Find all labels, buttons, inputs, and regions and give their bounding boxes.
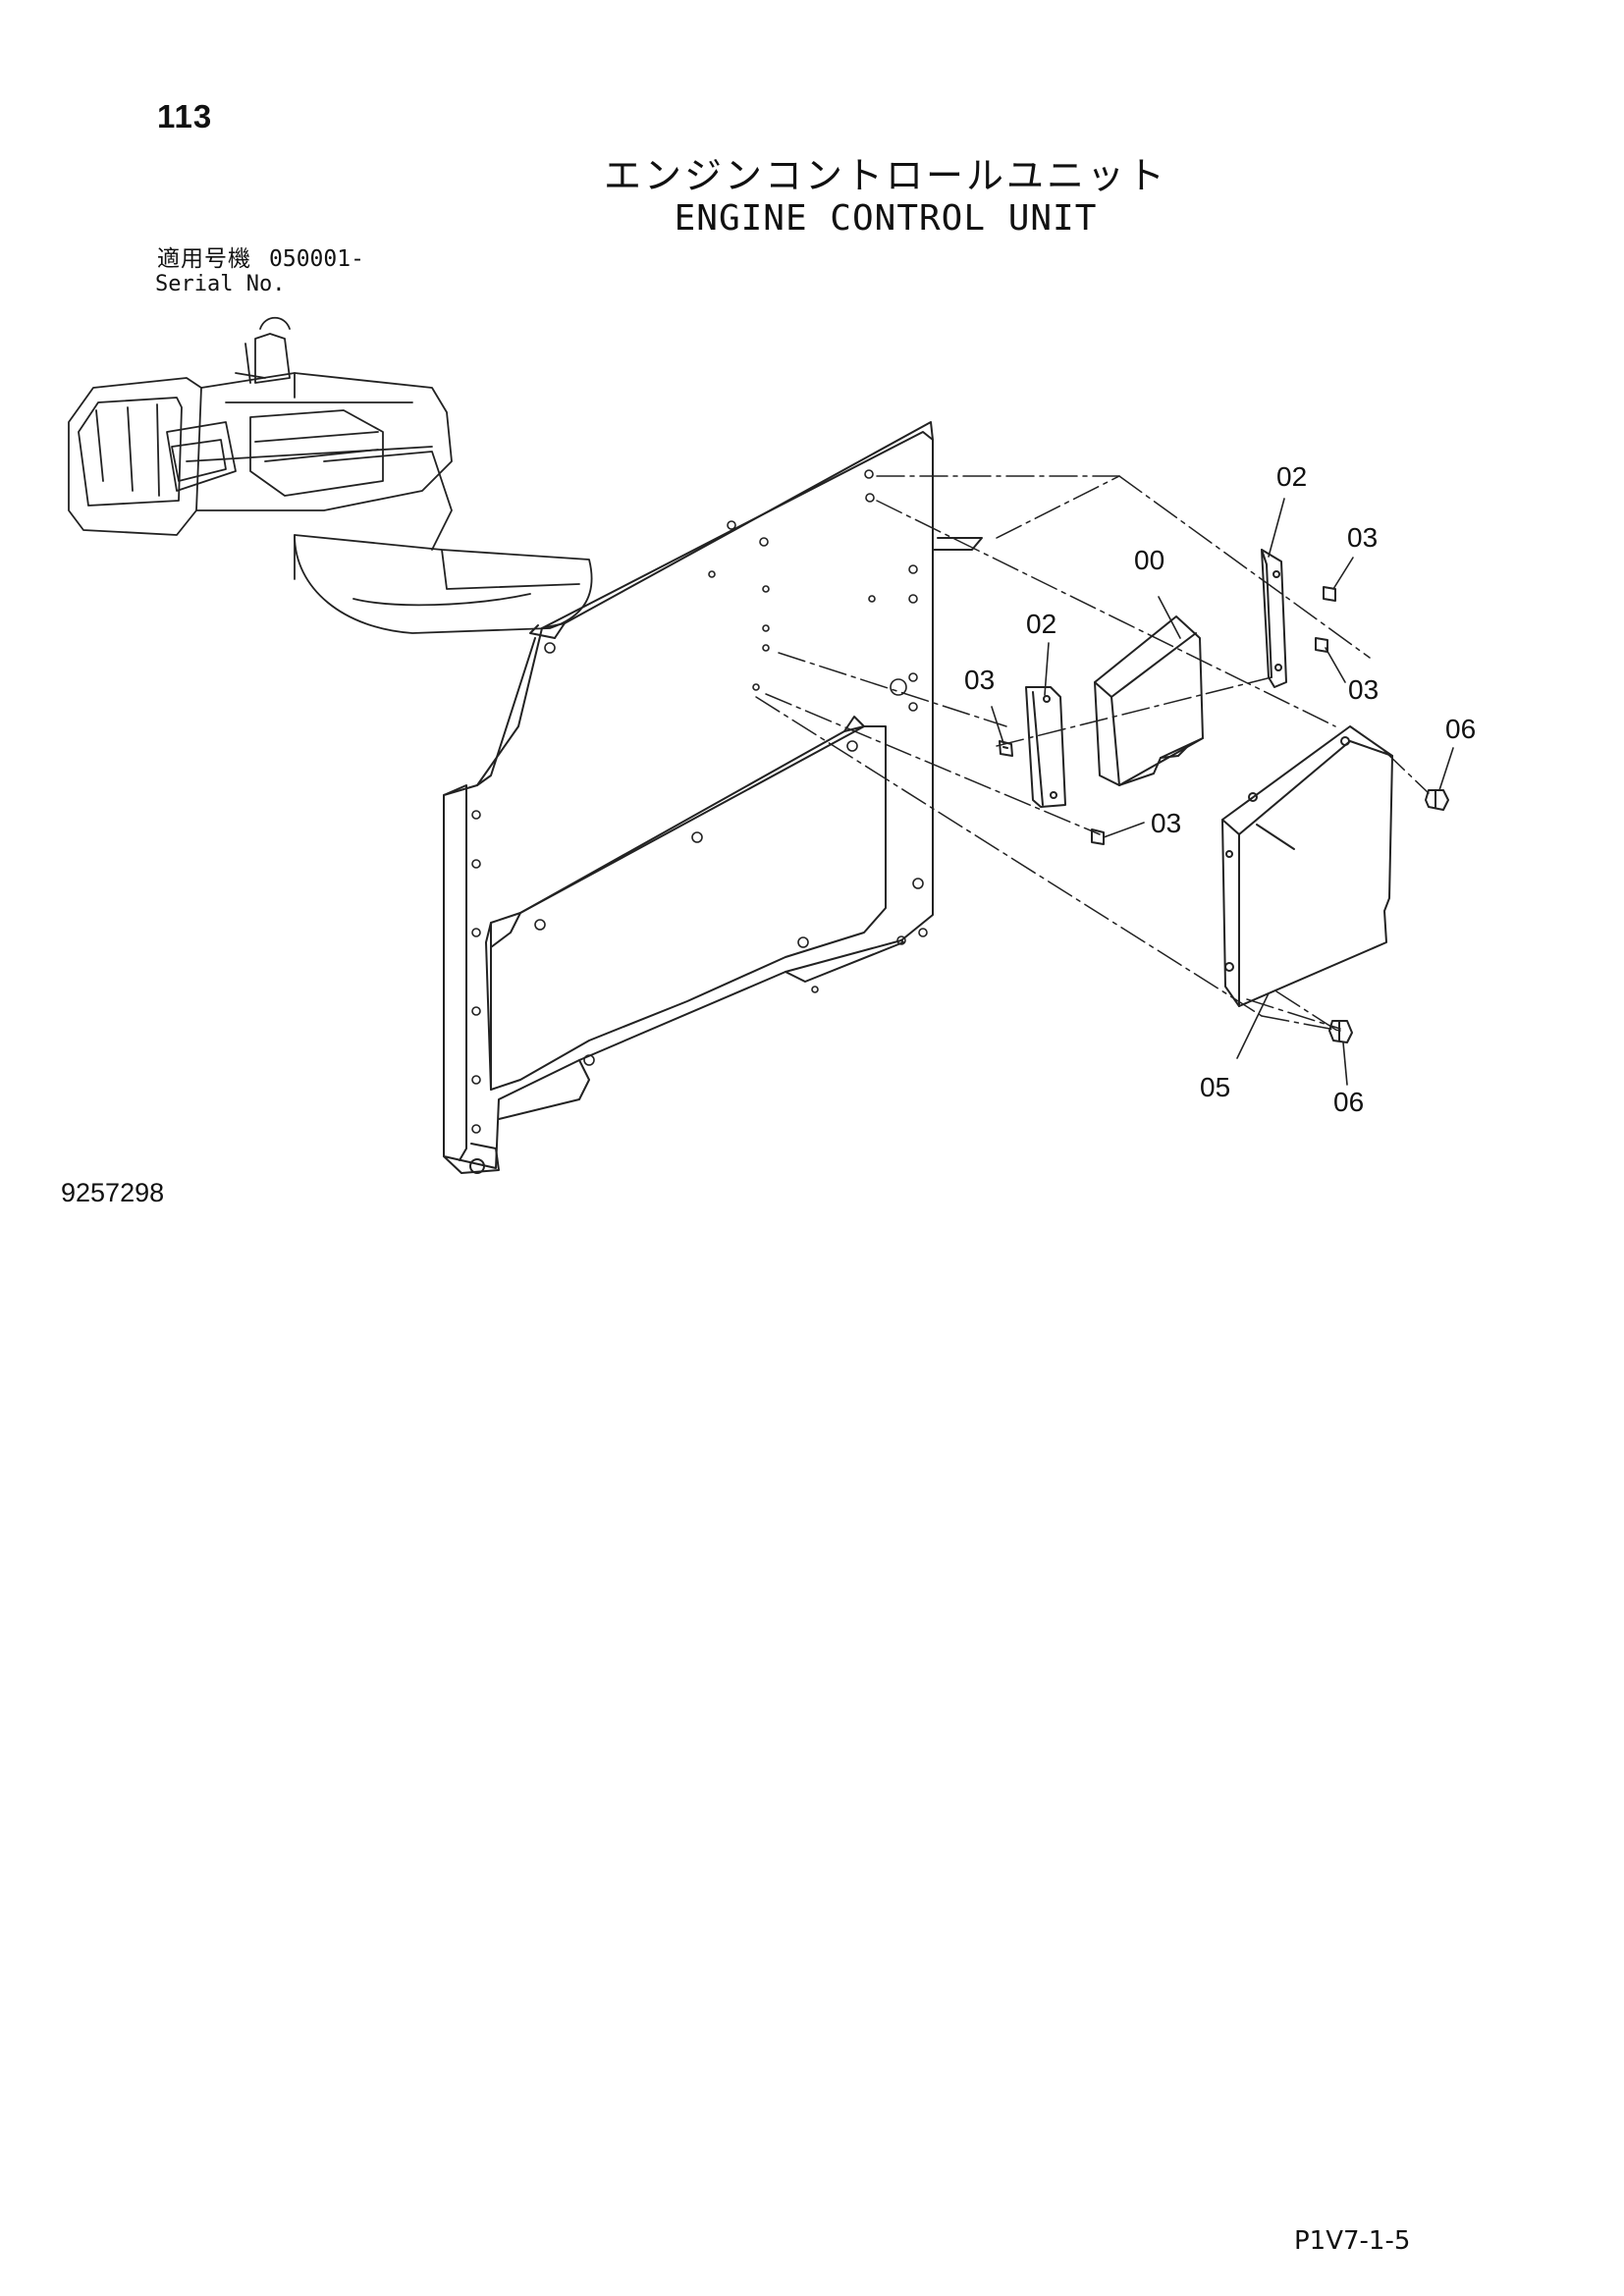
engine-control-unit	[1094, 615, 1204, 786]
title-english: ENGINE CONTROL UNIT	[674, 198, 1098, 239]
figure-number: 9257298	[61, 1178, 165, 1207]
assembly-guide-lines	[755, 475, 1430, 1032]
cover-plate	[1221, 725, 1393, 1007]
callout-06-bottom: 06	[1333, 1087, 1364, 1117]
bolt-03-bottom	[1091, 828, 1105, 845]
serial-info: 適用号機 050001- Serial No.	[155, 246, 364, 297]
machine-locator-thumbnail	[68, 316, 593, 634]
callout-05: 05	[1200, 1072, 1230, 1102]
callout-02-right: 02	[1276, 461, 1307, 492]
bracket-plate-right	[1261, 549, 1287, 688]
callout-03-top-right: 03	[1347, 522, 1378, 553]
callout-00: 00	[1134, 545, 1164, 575]
callout-06-top: 06	[1445, 714, 1476, 744]
bolt-03-left	[999, 740, 1013, 757]
serial-label-english: Serial No.	[155, 272, 286, 296]
page-code: P1V7-1-5	[1294, 2226, 1411, 2256]
page-number: 113	[157, 98, 213, 134]
serial-range: 050001-	[269, 246, 364, 272]
callout-03-left: 03	[964, 665, 995, 695]
bolt-06-bottom	[1328, 1020, 1353, 1043]
callout-leader-lines	[991, 498, 1454, 1086]
bolt-06-top	[1425, 789, 1449, 811]
serial-label-japanese: 適用号機	[157, 246, 251, 272]
bracket-plate-left	[1025, 686, 1066, 808]
mounting-bracket	[443, 421, 983, 1174]
callout-03-mid-right: 03	[1348, 674, 1379, 705]
callout-03-bottom: 03	[1151, 808, 1181, 838]
title-japanese: エンジンコントロールユニット	[603, 154, 1167, 197]
callout-02-left: 02	[1026, 609, 1056, 639]
bolt-03-top-right	[1323, 586, 1336, 602]
